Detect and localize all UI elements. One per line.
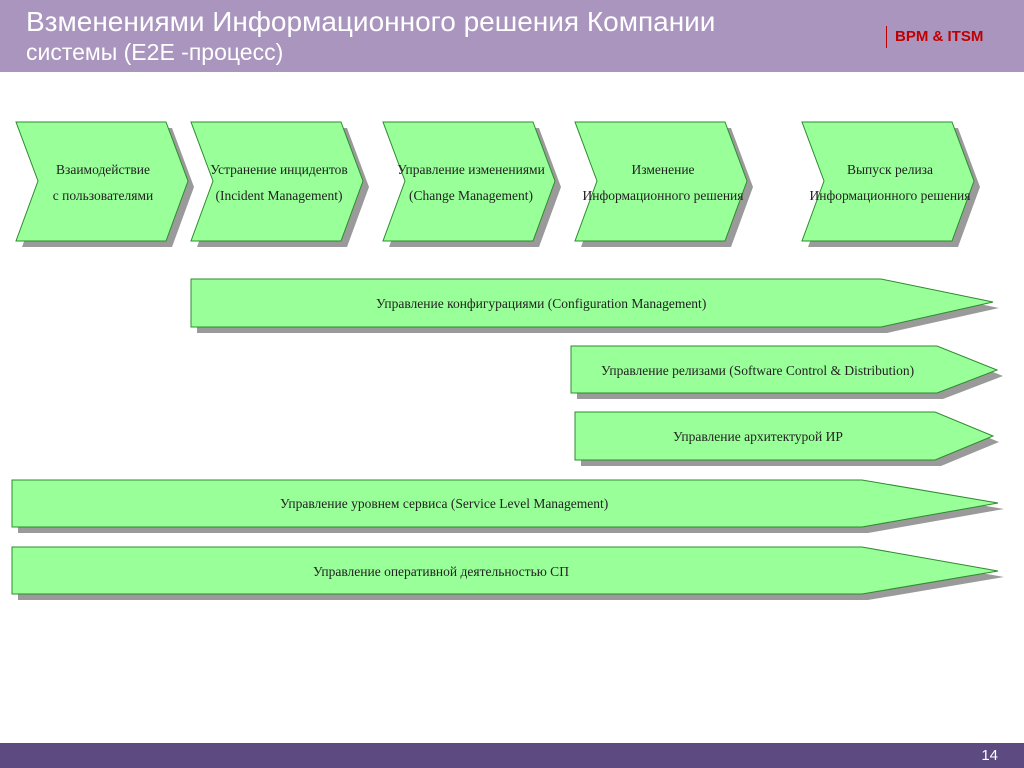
brand-label: BPM & ITSM: [886, 26, 983, 48]
chevron-label-line-2: (Incident Management): [215, 188, 342, 203]
page-number: 14: [981, 747, 998, 764]
footer-bar: 14: [0, 743, 1024, 768]
chevron-label-line-1: Управление изменениями: [397, 162, 545, 177]
chevron-solution-change: Изменение Информационного решения: [574, 121, 753, 247]
slide-title-line-1: Взменениями Информационного решения Комп…: [26, 6, 716, 37]
chevron-user-interaction: Взаимодействие с пользователями: [15, 121, 194, 247]
arrow-operations-management: Управление оперативной деятельностью СП: [11, 546, 1004, 600]
chevron-label-line-1: Взаимодействие: [56, 162, 150, 177]
slide-title-line-2: системы (E2E -процесс): [26, 39, 284, 65]
arrow-architecture-management: Управление архитектурой ИР: [574, 411, 999, 466]
arrow-label: Управление архитектурой ИР: [673, 429, 843, 444]
title-bar: Взменениями Информационного решения Комп…: [0, 0, 1024, 72]
arrow-service-level-management: Управление уровнем сервиса (Service Leve…: [11, 479, 1004, 533]
chevron-label-line-2: Информационного решения: [583, 188, 744, 203]
arrow-label: Управление релизами (Software Control & …: [601, 363, 914, 378]
chevron-label-line-1: Изменение: [631, 162, 694, 177]
arrow-release-management: Управление релизами (Software Control & …: [570, 345, 1003, 399]
chevron-label-line-2: (Change Management): [409, 188, 533, 203]
chevron-label-line-1: Выпуск релиза: [847, 162, 933, 177]
arrow-configuration-management: Управление конфигурациями (Configuration…: [190, 278, 999, 333]
chevron-label-line-2: с пользователями: [53, 188, 154, 203]
chevron-release: Выпуск релиза Информационного решения: [801, 121, 980, 247]
arrow-label: Управление конфигурациями (Configuration…: [376, 296, 706, 311]
arrow-label: Управление оперативной деятельностью СП: [313, 564, 569, 579]
chevron-label-line-2: Информационного решения: [810, 188, 971, 203]
chevron-label-line-1: Устранение инцидентов: [210, 162, 348, 177]
chevron-change-management: Управление изменениями (Change Managemen…: [382, 121, 561, 247]
chevron-incident-management: Устранение инцидентов (Incident Manageme…: [190, 121, 369, 247]
arrow-label: Управление уровнем сервиса (Service Leve…: [280, 496, 608, 511]
